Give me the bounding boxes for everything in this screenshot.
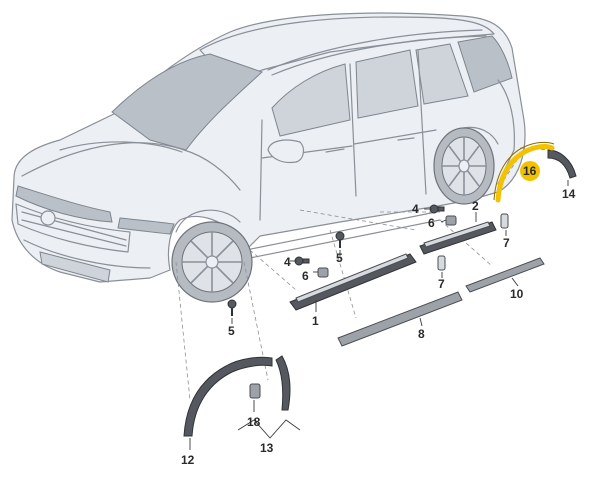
fastener-4-upper bbox=[429, 204, 445, 214]
part-8-sill-panel bbox=[337, 291, 463, 347]
car-illustration bbox=[11, 12, 526, 303]
clip-7-upper bbox=[500, 213, 509, 229]
label-part-10: 10 bbox=[510, 287, 524, 301]
label-part-2: 2 bbox=[472, 199, 479, 213]
part-12-front-arch-trim bbox=[183, 356, 273, 437]
part-labels: 1 2 4 6 5 4 6 5 7 7 8 10 12 13 14 16 18 bbox=[181, 164, 576, 467]
part-14-rear-arch-trim bbox=[547, 149, 577, 179]
part-16-highlight-badge bbox=[520, 161, 540, 181]
label-part-7-upper: 7 bbox=[503, 236, 510, 250]
screw-5-upper bbox=[335, 231, 345, 248]
label-part-8: 8 bbox=[418, 327, 425, 341]
label-part-16: 16 bbox=[523, 164, 537, 178]
label-part-4-lower: 4 bbox=[284, 255, 291, 269]
label-part-1: 1 bbox=[312, 314, 319, 328]
label-part-12: 12 bbox=[181, 453, 195, 467]
clip-7-lower bbox=[437, 255, 446, 271]
label-part-13: 13 bbox=[260, 441, 274, 455]
leader-lines bbox=[189, 180, 569, 450]
parts bbox=[183, 142, 577, 437]
label-part-18: 18 bbox=[247, 415, 261, 429]
label-part-5-upper: 5 bbox=[336, 251, 343, 265]
fastener-4-lower bbox=[294, 256, 310, 266]
label-part-6-lower: 6 bbox=[302, 269, 309, 283]
part-13-arch-segment bbox=[275, 355, 291, 411]
fastener-6-upper bbox=[445, 215, 457, 226]
label-part-6-upper: 6 bbox=[428, 216, 435, 230]
label-part-14: 14 bbox=[562, 187, 576, 201]
label-part-4-upper: 4 bbox=[412, 202, 419, 216]
label-part-7-lower: 7 bbox=[438, 277, 445, 291]
screw-5-lower bbox=[227, 299, 237, 316]
part-16-arch-extension-highlighted bbox=[493, 142, 555, 203]
label-part-5-lower: 5 bbox=[228, 324, 235, 338]
fastener-6-lower bbox=[317, 267, 329, 278]
part-18-clip bbox=[249, 383, 261, 399]
part-10-rear-lower-trim bbox=[465, 257, 545, 293]
